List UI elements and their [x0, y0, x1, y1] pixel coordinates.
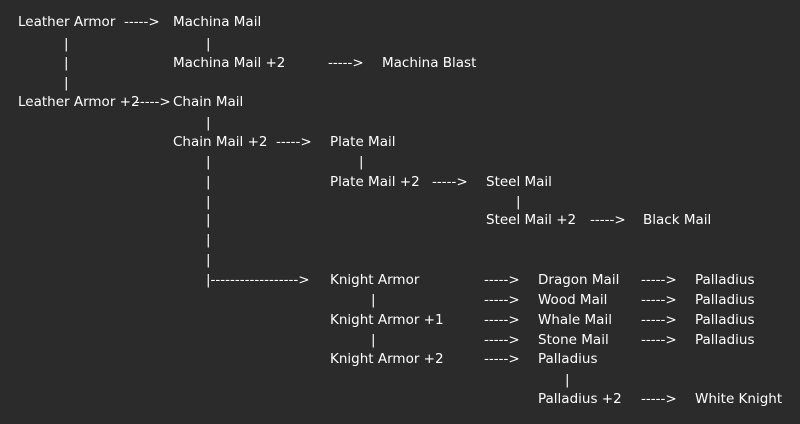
node-machina-mail-plus-2: Machina Mail +2 [173, 55, 286, 71]
connector-pipe: | [64, 75, 69, 91]
connector-long-arrow: |------------------> [206, 272, 310, 288]
node-whale-mail: Whale Mail [538, 312, 612, 328]
node-steel-mail: Steel Mail [486, 174, 552, 190]
node-wood-mail: Wood Mail [538, 292, 608, 308]
node-knight-armor-plus-2: Knight Armor +2 [330, 351, 444, 367]
connector-pipe: | [359, 154, 364, 170]
node-chain-mail-plus-2: Chain Mail +2 [173, 134, 268, 150]
node-palladius: Palladius [695, 272, 755, 288]
connector-arrow: -----> [484, 351, 520, 367]
connector-arrow: -----> [641, 292, 677, 308]
connector-arrow: -----> [590, 212, 626, 228]
connector-pipe: | [206, 212, 211, 228]
node-black-mail: Black Mail [643, 212, 712, 228]
connector-arrow: -----> [276, 134, 312, 150]
node-knight-armor: Knight Armor [330, 272, 420, 288]
connector-arrow: -----> [484, 272, 520, 288]
node-chain-mail: Chain Mail [173, 94, 244, 110]
connector-arrow: -----> [484, 292, 520, 308]
node-plate-mail-plus-2: Plate Mail +2 [330, 174, 420, 190]
connector-pipe: | [371, 332, 376, 348]
connector-arrow: -----> [328, 55, 364, 71]
node-steel-mail-plus-2: Steel Mail +2 [486, 212, 577, 228]
node-plate-mail: Plate Mail [330, 134, 396, 150]
connector-pipe: | [64, 55, 69, 71]
node-dragon-mail: Dragon Mail [538, 272, 620, 288]
connector-arrow: -----> [641, 312, 677, 328]
connector-pipe: | [565, 372, 570, 388]
connector-arrow: -----> [641, 332, 677, 348]
connector-pipe: | [206, 154, 211, 170]
connector-pipe: | [206, 174, 211, 190]
node-palladius: Palladius [695, 332, 755, 348]
node-palladius: Palladius [695, 292, 755, 308]
connector-pipe: | [64, 36, 69, 52]
node-stone-mail: Stone Mail [538, 332, 609, 348]
node-palladius: Palladius [695, 312, 755, 328]
connector-arrow: -----> [641, 272, 677, 288]
connector-arrow: -----> [432, 174, 468, 190]
connector-arrow: -----> [124, 14, 160, 30]
connector-pipe: | [371, 292, 376, 308]
connector-pipe: | [206, 194, 211, 210]
connector-arrow: -----> [484, 312, 520, 328]
connector-pipe: | [206, 252, 211, 268]
connector-pipe: | [206, 36, 211, 52]
node-leather-armor: Leather Armor [18, 14, 116, 30]
connector-arrow: -----> [641, 391, 677, 407]
node-knight-armor-plus-1: Knight Armor +1 [330, 312, 444, 328]
node-white-knight: White Knight [695, 391, 783, 407]
node-palladius-plus-2: Palladius +2 [538, 391, 622, 407]
node-leather-armor-plus-2: Leather Armor +2 [18, 94, 140, 110]
node-machina-blast: Machina Blast [382, 55, 477, 71]
connector-pipe: | [206, 232, 211, 248]
connector-pipe: | [206, 115, 211, 131]
node-machina-mail: Machina Mail [173, 14, 262, 30]
connector-arrow: -----> [484, 332, 520, 348]
connector-pipe: | [516, 194, 521, 210]
connector-arrow: -----> [135, 94, 171, 110]
node-palladius: Palladius [538, 351, 598, 367]
